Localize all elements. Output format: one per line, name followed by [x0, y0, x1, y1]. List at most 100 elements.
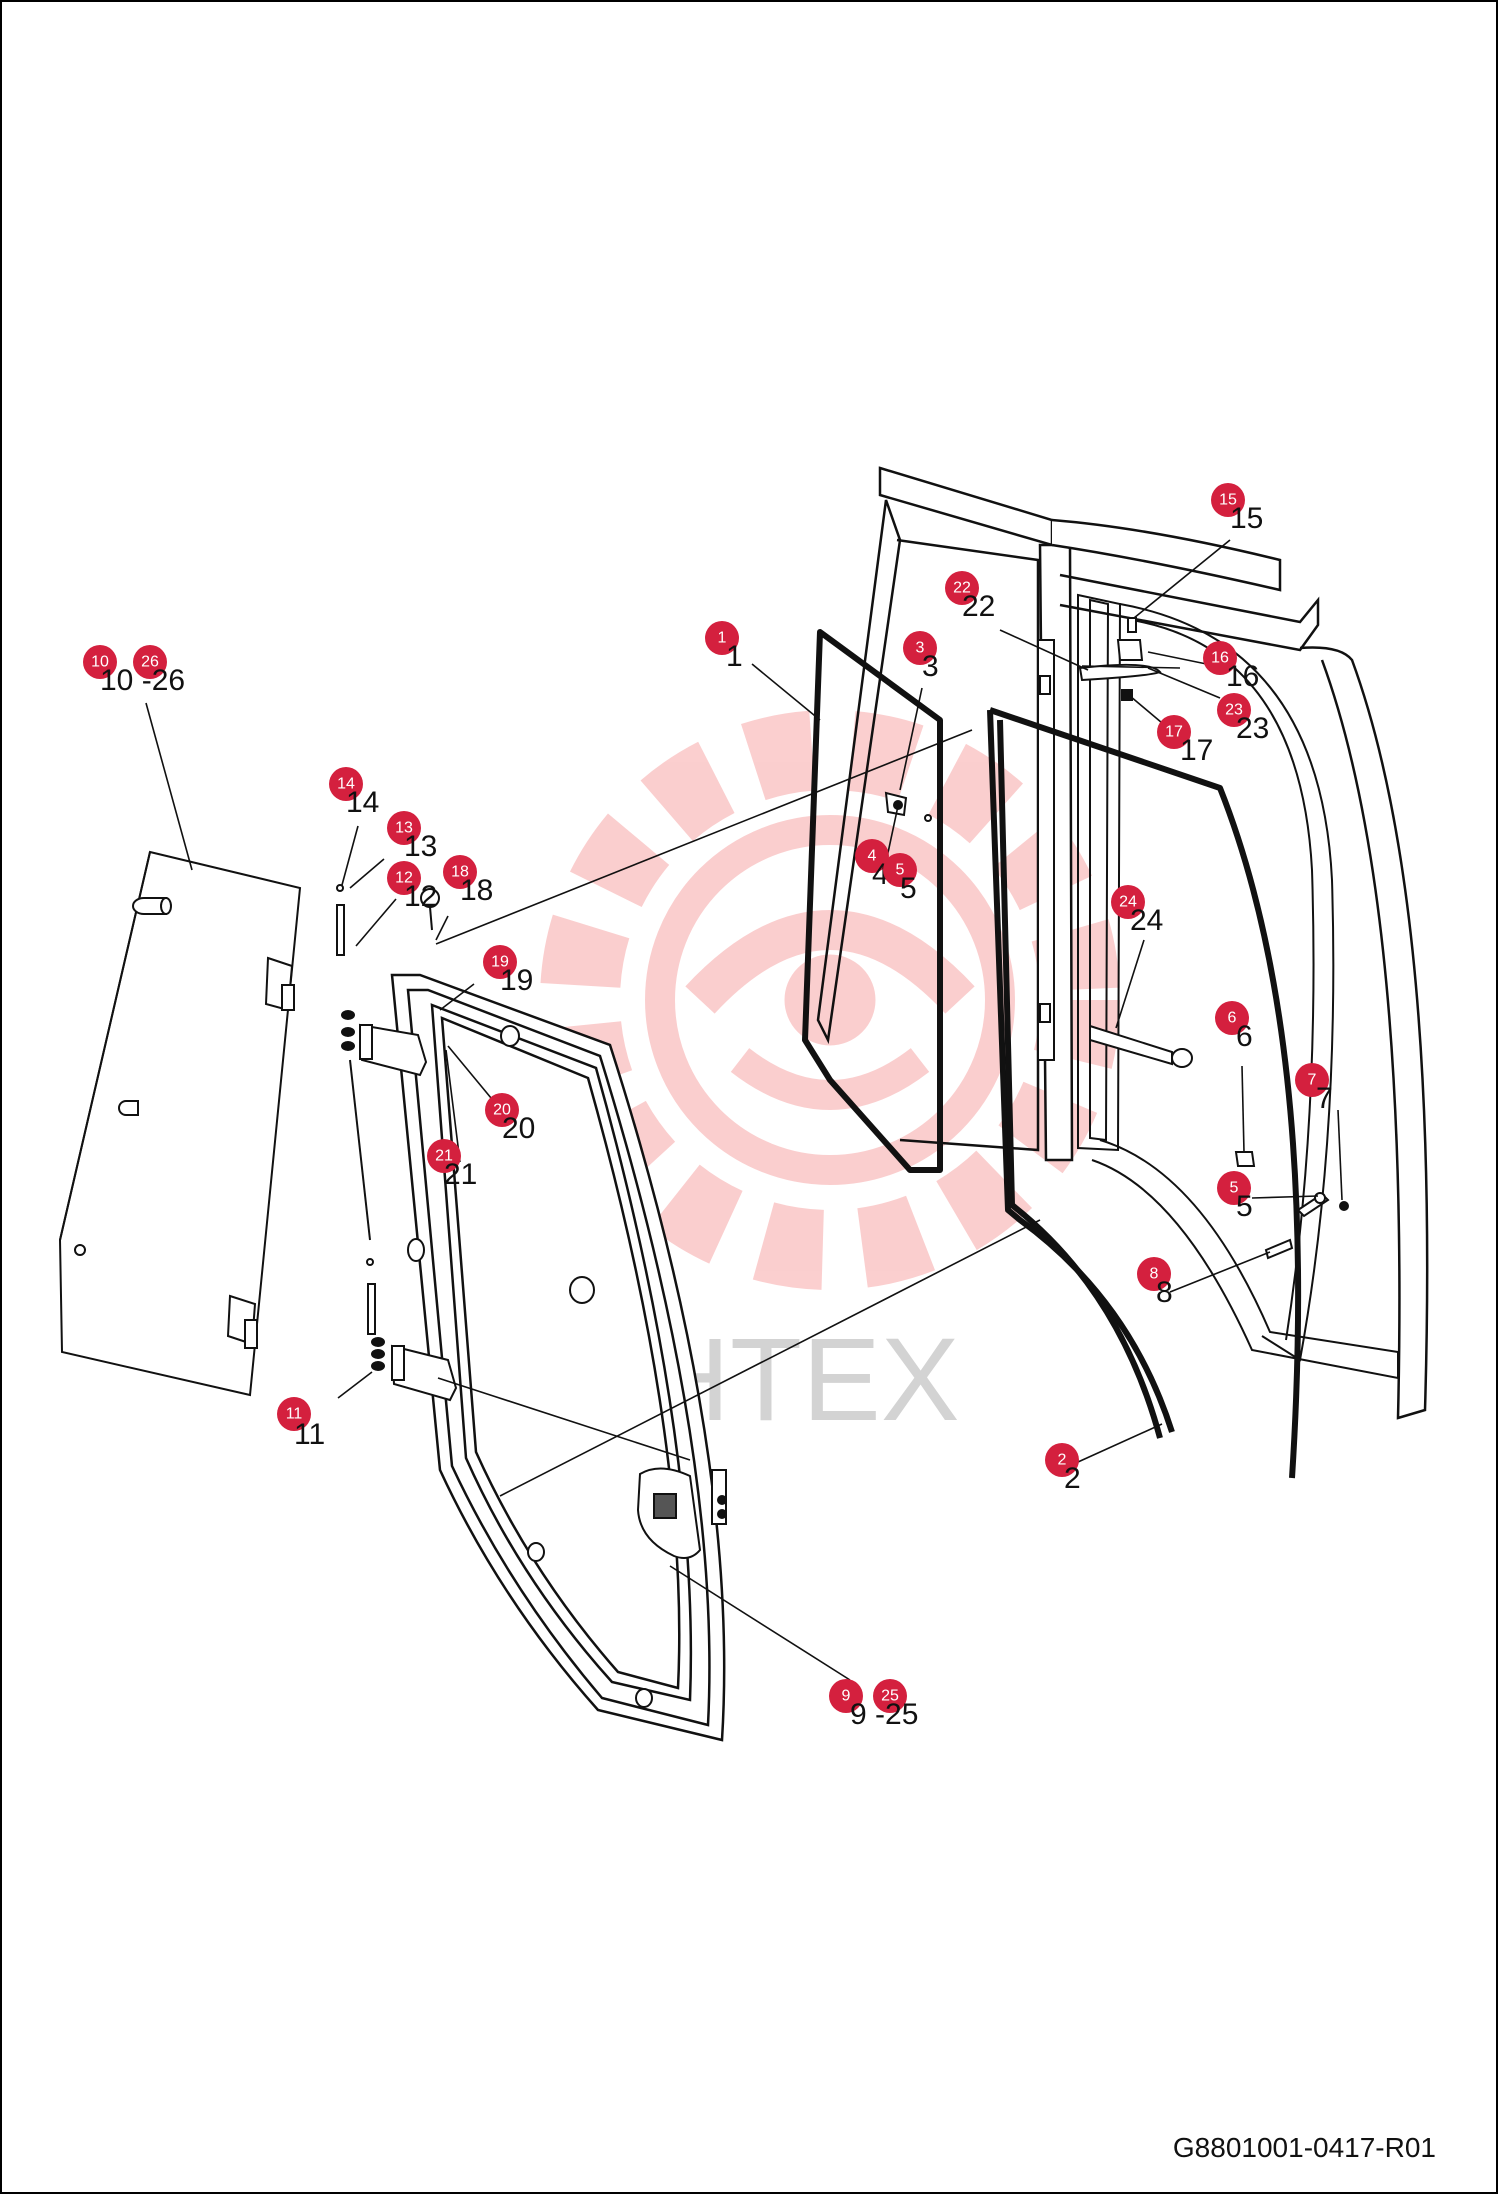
leader-lines	[145, 539, 1343, 1681]
callout-18: 18 18	[443, 855, 493, 907]
callout-bubble-23: 23	[1225, 702, 1243, 719]
callout-label-16: 16	[1226, 660, 1259, 693]
callout-11: 11 11	[277, 1397, 325, 1451]
callout-bubble-14: 14	[337, 776, 355, 793]
callout-10-26: 10 26 10 -26	[83, 645, 185, 697]
glass-panel-left	[58, 850, 302, 1397]
callout-bubble-5-upper: 5	[896, 862, 905, 879]
callout-bubble-21: 21	[435, 1148, 453, 1165]
callout-bubble-20: 20	[493, 1102, 511, 1119]
latch-bracket	[884, 791, 932, 822]
callout-24: 24 24	[1111, 885, 1163, 937]
callout-15: 15 15	[1211, 483, 1263, 535]
door-lock-handle	[636, 1467, 727, 1559]
callout-1: 1 1	[705, 621, 743, 673]
callout-bubble-12: 12	[395, 870, 413, 887]
callout-label-23: 23	[1236, 712, 1269, 745]
callout-label-5-upper: 5	[900, 872, 917, 905]
door-frame	[390, 973, 726, 1742]
callout-bubble-11: 11	[286, 1406, 303, 1423]
panel-hole	[74, 1244, 86, 1256]
hinge-pin-stack-top	[336, 884, 371, 1241]
callout-bubble-22: 22	[953, 580, 971, 597]
callout-label-11: 11	[294, 1418, 325, 1451]
callout-label-10-26: 10 -26	[100, 664, 185, 697]
callout-label-13: 13	[404, 830, 437, 863]
callout-22: 22 22	[945, 571, 995, 623]
callout-6: 6 6	[1215, 1001, 1253, 1053]
callout-bubble-3: 3	[916, 640, 925, 657]
callout-bubble-2: 2	[1058, 1452, 1067, 1469]
callout-label-12: 12	[404, 880, 437, 913]
callout-label-14: 14	[346, 786, 379, 819]
panel-bushing-mid	[118, 1100, 139, 1116]
callout-21: 21 21	[427, 1139, 477, 1191]
callout-bubble-17: 17	[1165, 724, 1183, 741]
callout-bubble-6: 6	[1228, 1010, 1237, 1027]
callout-19: 19 19	[483, 945, 533, 997]
callout-label-22: 22	[962, 590, 995, 623]
door-stop	[1089, 1024, 1193, 1068]
cab-frame-posts-side	[1037, 639, 1055, 1061]
door-hinge-lower	[390, 1344, 458, 1402]
callout-17: 17 17	[1157, 715, 1213, 767]
callout-label-21: 21	[444, 1158, 477, 1191]
lower-latch	[1234, 1151, 1349, 1260]
callout-label-8: 8	[1156, 1276, 1173, 1309]
callout-bubble-24: 24	[1119, 894, 1137, 911]
callout-label-2: 2	[1064, 1462, 1081, 1495]
callout-bubble-26: 26	[141, 654, 159, 671]
callout-13: 13 13	[387, 811, 437, 863]
document-code: G8801001-0417-R01	[1172, 2132, 1436, 2163]
callout-8: 8 8	[1137, 1257, 1173, 1309]
callout-label-6: 6	[1236, 1020, 1253, 1053]
callout-label-9-25: 9 -25	[850, 1698, 918, 1731]
callout-label-17: 17	[1180, 734, 1213, 767]
callout-label-3: 3	[922, 650, 939, 683]
callout-16: 16 16	[1203, 641, 1259, 693]
callout-bubble-15: 15	[1219, 492, 1237, 509]
callout-bubble-1: 1	[718, 630, 727, 647]
panel-bushing-top	[132, 897, 172, 915]
latch-bolt-upper	[1078, 617, 1162, 701]
callout-bubble-5-lower: 5	[1230, 1180, 1239, 1197]
window-seal-1	[802, 629, 943, 1173]
window-seal-2	[987, 707, 1302, 1479]
callout-2: 2 2	[1045, 1443, 1081, 1495]
callout-label-18: 18	[460, 874, 493, 907]
callout-3: 3 3	[903, 631, 939, 683]
callout-bubble-19: 19	[491, 954, 509, 971]
callout-7: 7 7	[1295, 1063, 1333, 1115]
callout-label-5-lower: 5	[1236, 1190, 1253, 1223]
door-frame-fittings	[407, 1025, 653, 1708]
callout-bubble-9: 9	[842, 1688, 851, 1705]
callout-bubble-8: 8	[1150, 1266, 1159, 1283]
callout-14: 14 14	[329, 767, 379, 819]
callout-label-7: 7	[1316, 1082, 1333, 1115]
callout-label-20: 20	[502, 1112, 535, 1145]
panel-hinge-top	[264, 956, 295, 1012]
cab-frame-roof	[1051, 518, 1429, 1420]
callout-bubble-18: 18	[451, 864, 469, 881]
callout-bubble-13: 13	[395, 820, 413, 837]
callout-bubble-16: 16	[1211, 650, 1229, 667]
door-hinge-upper	[358, 1023, 428, 1077]
callout-bubble-4: 4	[868, 848, 877, 865]
callout-label-24: 24	[1130, 904, 1163, 937]
callout-12: 12 12	[387, 861, 437, 913]
callout-bubble-7: 7	[1308, 1072, 1317, 1089]
callout-5-upper: 5 5	[883, 853, 917, 905]
callout-label-1: 1	[726, 640, 743, 673]
callout-20: 20 20	[485, 1093, 535, 1145]
callout-bubble-25: 25	[881, 1688, 899, 1705]
callout-label-15: 15	[1230, 502, 1263, 535]
hinge-pin-stack-bottom	[366, 1258, 385, 1371]
callout-5-lower: 5 5	[1217, 1171, 1253, 1223]
callout-23: 23 23	[1217, 693, 1269, 745]
callout-label-19: 19	[500, 964, 533, 997]
callout-9-25: 9 25 9 -25	[829, 1679, 918, 1731]
assembly-guide-lines	[435, 665, 1181, 1497]
callout-bubble-10: 10	[91, 654, 109, 671]
